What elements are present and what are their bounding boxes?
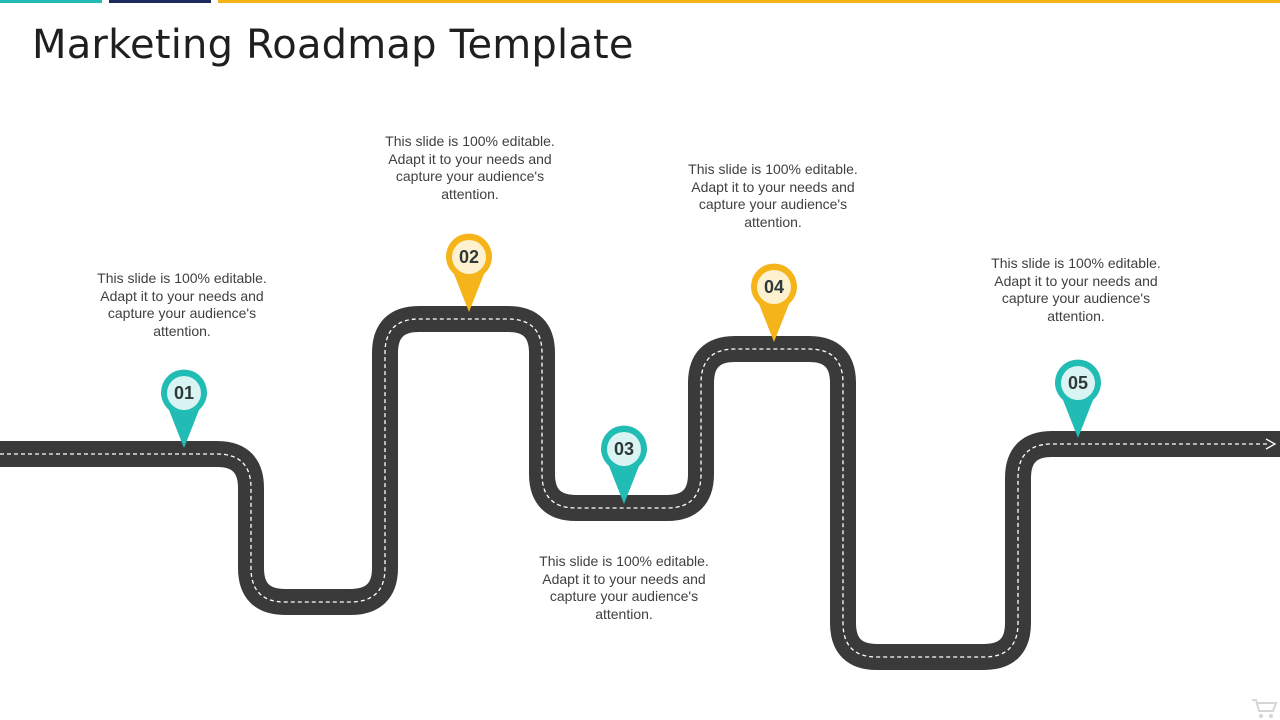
milestone-number: 05	[1068, 373, 1088, 393]
milestone-pin-04: 04	[751, 263, 797, 342]
milestone-pin-01: 01	[161, 369, 207, 448]
cart-icon	[1252, 699, 1278, 718]
accent-bar-navy	[109, 0, 211, 3]
page-title: Marketing Roadmap Template	[32, 22, 634, 68]
milestone-description-02: This slide is 100% editable. Adapt it to…	[385, 133, 555, 202]
accent-bar-yellow	[218, 0, 1280, 3]
milestone-description-01: This slide is 100% editable. Adapt it to…	[97, 270, 267, 339]
road-lane-marking	[0, 318, 1270, 658]
milestone-number: 03	[614, 439, 634, 459]
milestone-pin-03: 03	[601, 425, 647, 504]
accent-bar-teal	[0, 0, 102, 3]
milestone-pin-02: 02	[446, 233, 492, 312]
milestone-number: 02	[459, 247, 479, 267]
milestone-pin-05: 05	[1055, 359, 1101, 438]
milestone-description-05: This slide is 100% editable. Adapt it to…	[991, 255, 1161, 324]
milestone-description-03: This slide is 100% editable. Adapt it to…	[539, 553, 709, 622]
milestone-description-04: This slide is 100% editable. Adapt it to…	[688, 161, 858, 230]
milestone-number: 01	[174, 383, 194, 403]
road-arrow-icon	[1265, 438, 1277, 450]
milestone-number: 04	[764, 277, 784, 297]
